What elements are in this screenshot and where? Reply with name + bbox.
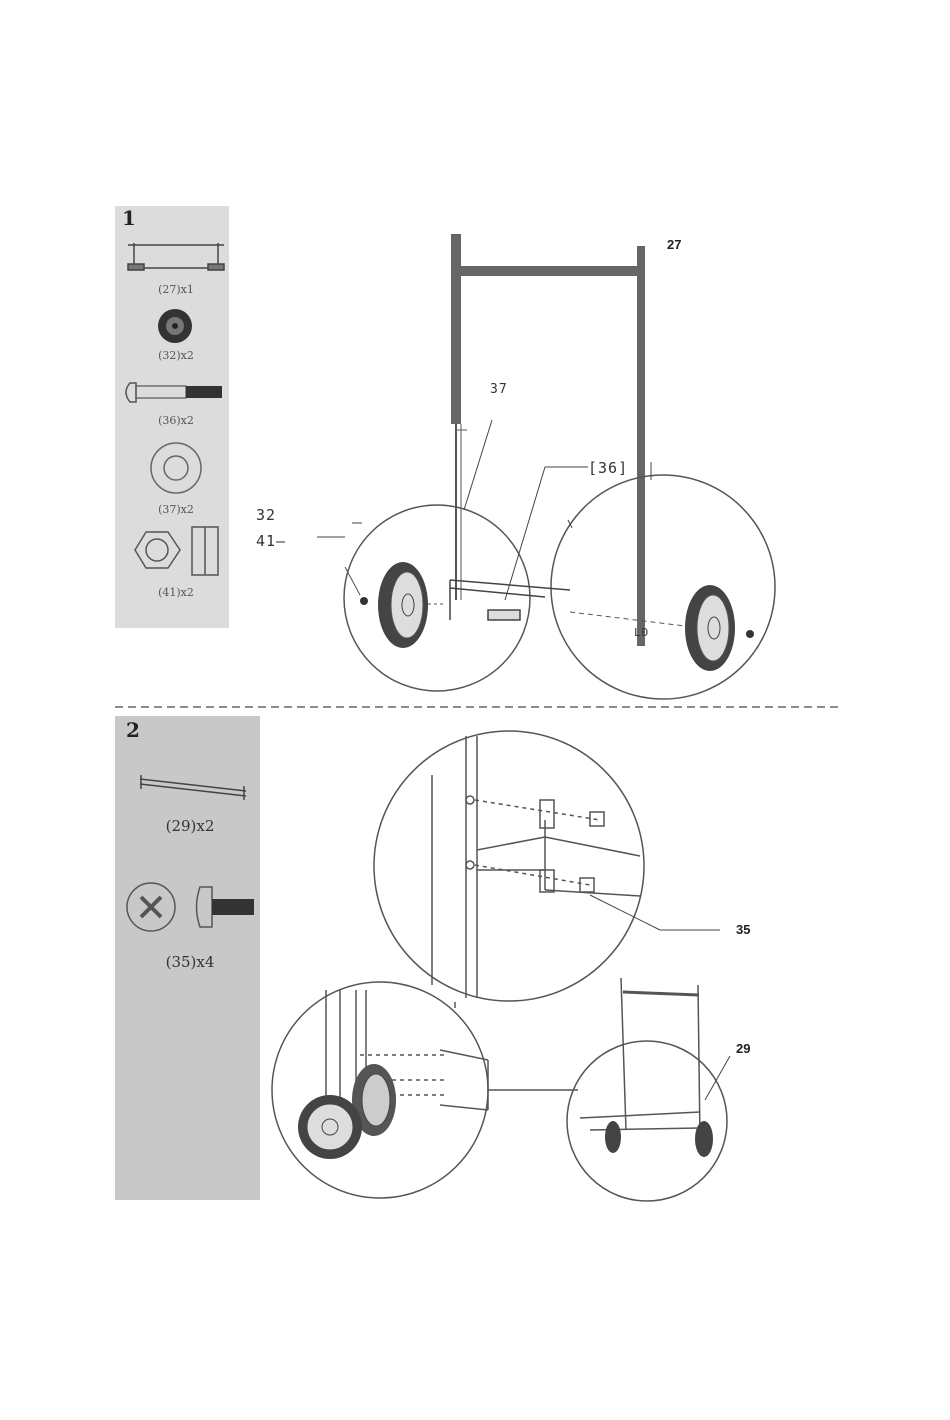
leader-lines-step2 [590, 895, 730, 1100]
overview-wheels [605, 1121, 713, 1157]
callout-27: 27 [667, 237, 681, 252]
right-wheel [570, 585, 754, 671]
left-wheel [345, 562, 446, 648]
callout-35: 35 [736, 922, 750, 937]
frame-27 [451, 234, 645, 646]
step2-wheels [298, 1064, 396, 1159]
crossbar-icon [140, 775, 246, 800]
screw-icon [127, 883, 254, 931]
callout-36: [36] [588, 459, 628, 477]
detail-circle-right [551, 475, 775, 699]
detail-circle-left [344, 505, 530, 691]
leader-lines-step1 [317, 420, 651, 600]
callout-32: 32 [256, 506, 276, 524]
bolt-icon [126, 383, 222, 402]
wheel-icon [158, 309, 192, 343]
overview-circle [567, 978, 727, 1201]
callout-29: 29 [736, 1041, 750, 1056]
detail-circle-top [374, 731, 644, 1001]
callout-ld: LD [634, 626, 649, 639]
nut-icon [135, 527, 218, 575]
callout-41: 41— [256, 532, 286, 550]
callout-37: 37 [490, 382, 508, 397]
frame-part-icon [128, 243, 224, 270]
washer-icon [151, 443, 201, 493]
